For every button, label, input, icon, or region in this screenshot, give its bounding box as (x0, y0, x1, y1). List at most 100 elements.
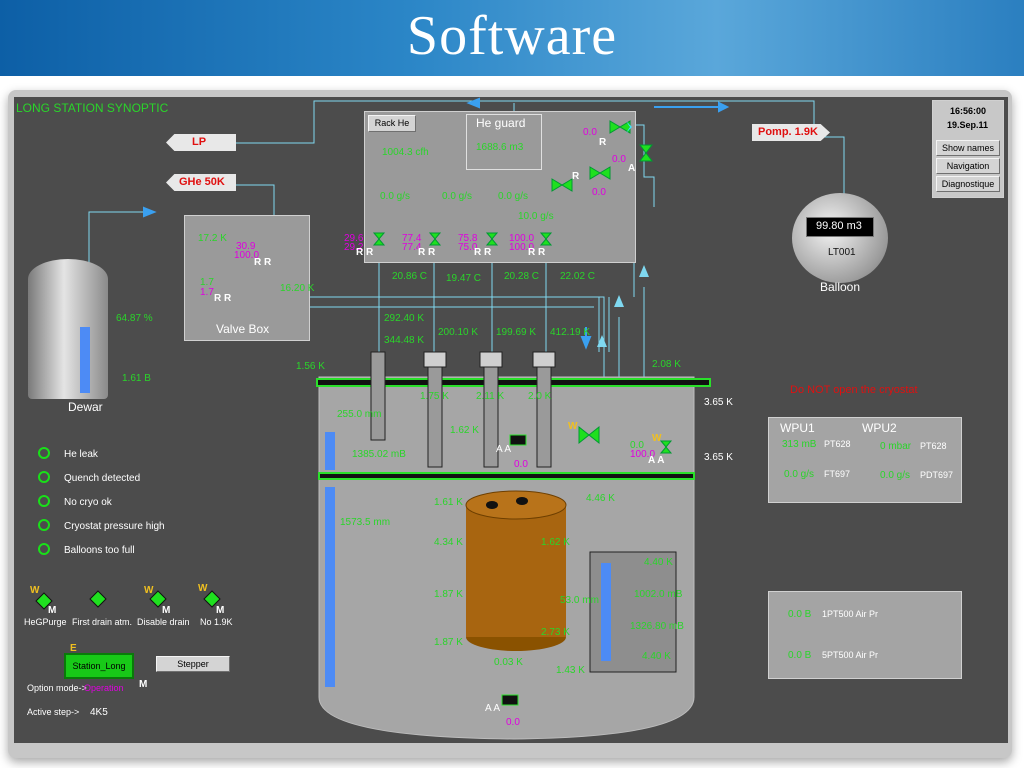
temp-k-4: 199.69 K (496, 327, 537, 338)
valve-small-b: 0.0 (612, 154, 626, 165)
mode-first-drain[interactable]: First drain atm. (72, 617, 133, 627)
valve-3-pct-m: 75.0 (458, 242, 478, 253)
ghe-tag: GHe 50K (166, 174, 236, 191)
cryo-r2: 1002.0 mB (634, 589, 683, 600)
cryo-t1: 1.61 K (434, 497, 463, 508)
diagnostique-button[interactable]: Diagnostique (936, 176, 1000, 192)
wpu2-row2-name: PDT697 (920, 470, 954, 480)
valve-small-c: 0.0 (592, 187, 606, 198)
cryo-mid: 1.62 K (450, 425, 479, 436)
valve-box-rr-1: R R (254, 257, 272, 268)
balloon-vessel (792, 193, 888, 283)
balloon-readout: 99.80 m3 (816, 220, 862, 232)
air-2-value: 0.0 B (788, 650, 812, 661)
mode-w-4: W (198, 583, 208, 594)
option-mode-label: Option mode-> (27, 683, 87, 693)
station-long-button[interactable]: Station_Long (64, 653, 134, 679)
cryo-vpct-2: 100.0 (630, 449, 656, 460)
temp-c-3: 20.28 C (504, 271, 540, 282)
valve-box-v4: 1.7 (200, 277, 214, 288)
clock-time: 16:56:00 (950, 106, 987, 116)
mode-m-3: M (162, 605, 171, 616)
station-e-label: E (70, 643, 77, 654)
valve-2-rr: R R (418, 247, 436, 258)
mode-no-19k[interactable]: No 1.9K (200, 617, 233, 627)
option-m-label: M (139, 679, 148, 690)
cryo-t5: 1.62 K (541, 537, 570, 548)
left-temp: 1.56 K (296, 361, 325, 372)
wpu2-row2-value: 0.0 g/s (880, 470, 911, 481)
cryo-aa-1-val: 0.0 (514, 459, 528, 470)
valve-2-pct-g: 77.4 (402, 233, 422, 244)
dewar-label: Dewar (68, 400, 103, 414)
valve-box-panel (184, 215, 310, 341)
cryo-t4: 1.87 K (434, 637, 463, 648)
cryo-right-temp-2: 3.65 K (704, 452, 733, 463)
temp-k-1: 292.40 K (384, 313, 425, 324)
active-step-label: Active step-> (27, 707, 80, 717)
pomp-tag: Pomp. 1.9K (752, 124, 830, 141)
valve-3-pct-g: 75.8 (458, 233, 478, 244)
wpu1-header: WPU1 (780, 421, 815, 435)
balloon-label: Balloon (820, 280, 861, 294)
valve-box-v1: 17.2 K (198, 233, 227, 244)
mode-disable-drain[interactable]: Disable drain (137, 617, 190, 627)
he-guard-value: 1688.6 m3 (476, 142, 524, 153)
alarm-lamp-icon (38, 447, 50, 459)
dewar-pressure: 1.61 B (122, 373, 151, 384)
pipe-network (88, 97, 845, 740)
valve-4-pct-g: 100.0 (509, 233, 535, 244)
option-mode-value: Operation (84, 683, 124, 693)
right-temp: 2.08 K (652, 359, 681, 370)
he-guard-flow: 1004.3 cfh (382, 147, 429, 158)
wpu1-row1-name: PT628 (824, 439, 851, 449)
valve-r-label: R (599, 137, 607, 148)
cryo-aa-3: A A (485, 703, 501, 714)
flow-2: 0.0 g/s (442, 191, 473, 202)
cryo-t9: 1.43 K (556, 665, 585, 676)
warning-text: Do NOT open the cryostat (790, 384, 918, 396)
valve-r-label-2: R (572, 171, 580, 182)
mode-m-4: M (216, 605, 225, 616)
valve-2-pct-m: 77.4 (402, 242, 422, 253)
flow-1: 0.0 g/s (380, 191, 411, 202)
valve-w-label-2: W (652, 433, 662, 444)
lp-tag: LP (166, 134, 236, 151)
navigation-button[interactable]: Navigation (936, 158, 1000, 174)
air-1-value: 0.0 B (788, 609, 812, 620)
slide-header: Software (0, 0, 1024, 76)
cryo-bottom: 0.0 (506, 717, 520, 728)
alarm-no-cryo: No cryo ok (64, 497, 112, 508)
cryo-t7: 2.73 K (541, 627, 570, 638)
dewar-level-bar (80, 327, 90, 393)
alarm-lamp-icon (38, 519, 50, 531)
valve-small-a: 0.0 (583, 127, 597, 138)
temp-c-2: 19.47 C (446, 273, 482, 284)
valve-box-temp: 16.20 K (280, 283, 315, 294)
cryo-aa-2: A A (648, 455, 665, 466)
stepper-button[interactable]: Stepper (156, 656, 230, 672)
synoptic-title: LONG STATION SYNOPTIC (16, 101, 169, 115)
alarm-pressure-high: Cryostat pressure high (64, 521, 165, 532)
flow-3: 0.0 g/s (498, 191, 529, 202)
slide-title: Software (406, 5, 618, 67)
alarm-lamp-icon (38, 543, 50, 555)
wpu2-row1-name: PT628 (920, 441, 947, 451)
cryo-t8: 0.03 K (494, 657, 523, 668)
cryo-top-2: 2.11 K (476, 391, 505, 402)
wpu2-row1-value: 0 mbar (880, 441, 912, 452)
mode-w-1: W (30, 585, 40, 596)
temp-c-4: 22.02 C (560, 271, 596, 282)
alarm-quench: Quench detected (64, 473, 141, 484)
valve-3-rr: R R (474, 247, 492, 258)
rack-he-button[interactable]: Rack He (368, 115, 416, 132)
temp-c-1: 20.86 C (392, 271, 428, 282)
wpu2-header: WPU2 (862, 421, 897, 435)
mode-w-3: W (144, 585, 154, 596)
mode-hegpurge[interactable]: HeGPurge (24, 617, 67, 627)
balloon-readout-box (806, 217, 874, 237)
temp-k-3: 200.10 K (438, 327, 479, 338)
show-names-button[interactable]: Show names (936, 140, 1000, 156)
alarm-lamp-icon (38, 471, 50, 483)
valve-box-label: Valve Box (216, 322, 270, 336)
